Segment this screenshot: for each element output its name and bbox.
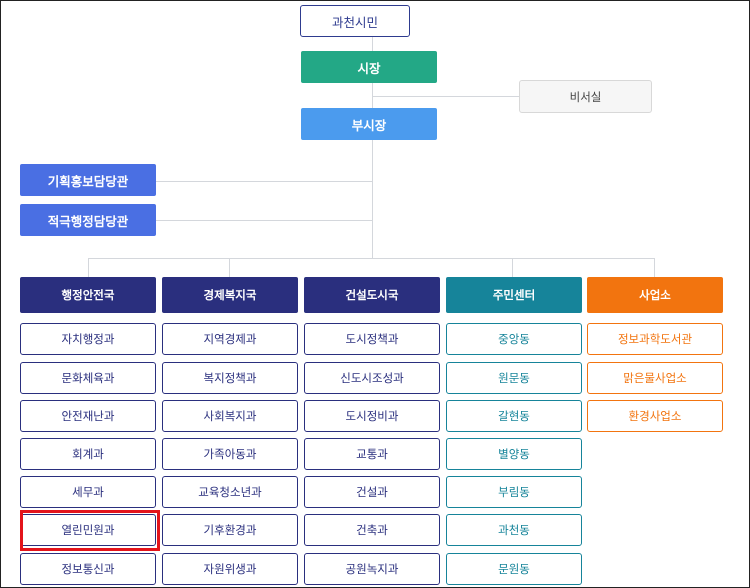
item-local-economy[interactable]: 지역경제과 (162, 323, 298, 355)
item-family-children[interactable]: 가족아동과 (162, 438, 298, 470)
item-tax[interactable]: 세무과 (20, 476, 156, 508)
dept-header-construction-urban[interactable]: 건설도시국 (304, 277, 440, 313)
item-byeolyang-dong[interactable]: 별양동 (446, 438, 582, 470)
item-galhyeon-dong[interactable]: 갈현동 (446, 400, 582, 432)
item-science-library[interactable]: 정보과학도서관 (587, 323, 723, 355)
item-urban-renewal[interactable]: 도시정비과 (304, 400, 440, 432)
dept-drop-2 (229, 258, 230, 277)
officer-planning-pr[interactable]: 기획홍보담당관 (20, 164, 156, 196)
item-environment-office[interactable]: 환경사업소 (587, 400, 723, 432)
item-construction[interactable]: 건설과 (304, 476, 440, 508)
item-social-welfare[interactable]: 사회복지과 (162, 400, 298, 432)
item-new-city[interactable]: 신도시조성과 (304, 362, 440, 394)
officer-line-2 (156, 220, 372, 221)
item-parks-green[interactable]: 공원녹지과 (304, 553, 440, 585)
dept-bus-line (88, 258, 655, 259)
item-autonomous-admin[interactable]: 자치행정과 (20, 323, 156, 355)
item-wonmun-dong[interactable]: 원문동 (446, 362, 582, 394)
item-culture-sports[interactable]: 문화체육과 (20, 362, 156, 394)
dept-drop-5 (654, 258, 655, 277)
officer-proactive-admin[interactable]: 적극행정담당관 (20, 204, 156, 236)
mayor-box[interactable]: 시장 (301, 51, 437, 83)
secretary-line (372, 96, 519, 97)
item-accounting[interactable]: 회계과 (20, 438, 156, 470)
item-education-youth[interactable]: 교육청소년과 (162, 476, 298, 508)
officer-line-1 (156, 181, 372, 182)
item-open-civil-service[interactable]: 열린민원과 (20, 514, 156, 546)
item-urban-policy[interactable]: 도시정책과 (304, 323, 440, 355)
item-jungang-dong[interactable]: 중앙동 (446, 323, 582, 355)
vice-mayor-box[interactable]: 부시장 (301, 108, 437, 140)
dept-header-economy-welfare[interactable]: 경제복지국 (162, 277, 298, 313)
item-resource-sanitation[interactable]: 자원위생과 (162, 553, 298, 585)
dept-header-community-center[interactable]: 주민센터 (446, 277, 582, 313)
item-traffic[interactable]: 교통과 (304, 438, 440, 470)
item-burim-dong[interactable]: 부림동 (446, 476, 582, 508)
item-architecture[interactable]: 건축과 (304, 514, 440, 546)
dept-header-admin-safety[interactable]: 행정안전국 (20, 277, 156, 313)
item-climate-environment[interactable]: 기후환경과 (162, 514, 298, 546)
item-info-comm[interactable]: 정보통신과 (20, 553, 156, 585)
dept-drop-1 (88, 258, 89, 277)
item-gwacheon-dong[interactable]: 과천동 (446, 514, 582, 546)
dept-drop-4 (512, 258, 513, 277)
item-clean-water[interactable]: 맑은물사업소 (587, 362, 723, 394)
secretary-box[interactable]: 비서실 (519, 80, 652, 113)
trunk-line (372, 37, 373, 258)
dept-header-business-office[interactable]: 사업소 (587, 277, 723, 313)
item-munwon-dong[interactable]: 문원동 (446, 553, 582, 585)
item-welfare-policy[interactable]: 복지정책과 (162, 362, 298, 394)
citizen-box: 과천시민 (300, 5, 410, 37)
item-safety-disaster[interactable]: 안전재난과 (20, 400, 156, 432)
